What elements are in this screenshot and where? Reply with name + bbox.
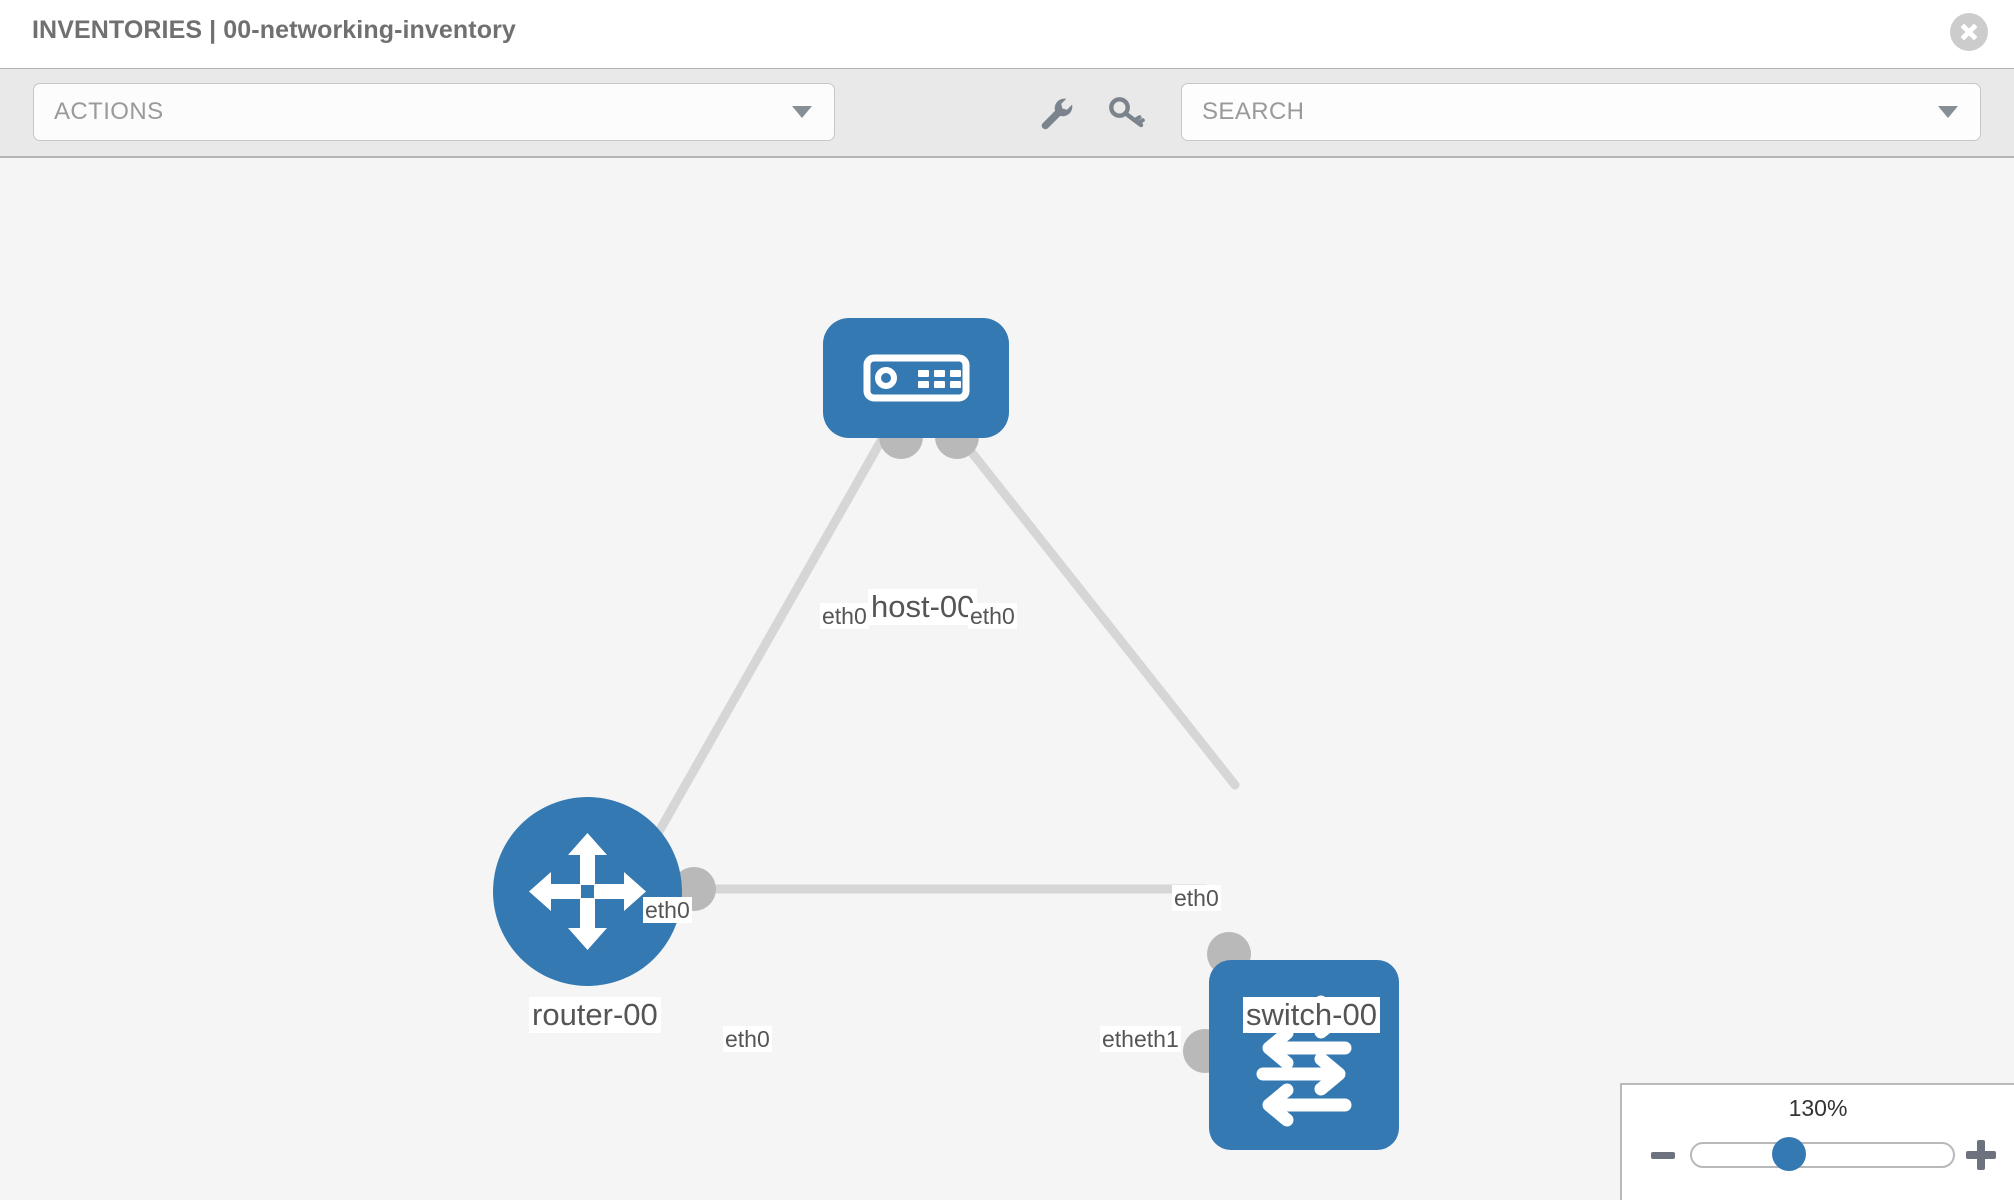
edge-label-host-left: eth0 (820, 603, 869, 630)
toolbar: ACTIONS SEARCH (0, 68, 2014, 158)
zoom-control: 130% (1620, 1083, 2014, 1200)
wrench-icon[interactable] (1033, 90, 1079, 136)
edge-label-host-right: eth0 (968, 603, 1017, 630)
topology-node-host-00[interactable] (823, 318, 1009, 438)
close-icon[interactable] (1950, 13, 1988, 51)
zoom-slider-thumb[interactable] (1772, 1137, 1806, 1171)
node-label-router-00: router-00 (529, 997, 661, 1033)
edge-label-switch-up: eth0 (1172, 885, 1221, 912)
search-placeholder: SEARCH (1202, 98, 1305, 125)
minus-icon[interactable] (1648, 1140, 1678, 1170)
topology-edges (635, 420, 1240, 894)
switch-node-shape (1209, 960, 1399, 1150)
server-icon (863, 354, 970, 402)
topology-node-router-00[interactable] (493, 797, 682, 986)
actions-dropdown-label: ACTIONS (54, 98, 164, 125)
chevron-down-icon (792, 106, 812, 118)
router-node-shape (493, 797, 682, 986)
node-label-switch-00: switch-00 (1243, 997, 1380, 1033)
edge-host-switch (945, 420, 1240, 790)
zoom-slider-track[interactable] (1690, 1142, 1955, 1168)
zoom-level-label: 130% (1788, 1095, 1848, 1121)
plus-icon[interactable] (1966, 1140, 1996, 1170)
edge-host-router (635, 420, 895, 870)
page-title: INVENTORIES | 00-networking-inventory (32, 16, 516, 44)
edge-label-router-up: eth0 (643, 897, 692, 924)
topology-canvas[interactable]: eth0 host-00 eth0 (0, 160, 2014, 1200)
node-label-host-00: host-00 (868, 589, 978, 625)
page-header: INVENTORIES | 00-networking-inventory (0, 0, 2014, 68)
edge-label-router-right: eth0 (723, 1026, 772, 1053)
actions-dropdown[interactable]: ACTIONS (33, 83, 835, 141)
host-node-shape (823, 318, 1009, 438)
edge-label-switch-left: etheth1 (1100, 1026, 1181, 1053)
topology-node-switch-00[interactable] (1209, 960, 1399, 1150)
chevron-down-icon[interactable] (1938, 106, 1958, 118)
switch-arrows-icon (1256, 995, 1352, 1127)
search-input[interactable]: SEARCH (1181, 83, 1981, 141)
router-arrows-icon (529, 833, 646, 950)
key-icon[interactable] (1104, 90, 1150, 136)
